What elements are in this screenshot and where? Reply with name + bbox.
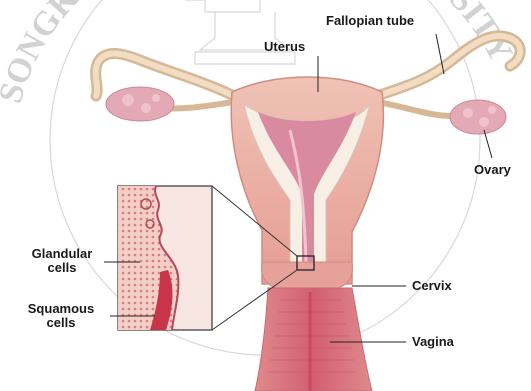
label-vagina: Vagina [412,335,454,349]
label-ovary: Ovary [474,163,511,177]
label-squamous-cells: Squamous cells [14,302,108,330]
leader-ovary [484,130,492,158]
uterus [231,77,383,284]
label-uterus: Uterus [264,40,305,54]
label-glandular-line1: Glandular [20,247,104,261]
left-fallopian-tube [96,54,232,97]
vagina [255,288,372,391]
cell-inset [118,186,212,330]
label-squamous-line2: cells [14,316,108,330]
label-cervix: Cervix [412,279,452,293]
label-fallopian-tube: Fallopian tube [326,14,414,28]
right-ovary [450,100,506,134]
label-glandular-line2: cells [20,261,104,275]
label-squamous-line1: Squamous [14,302,108,316]
left-ovary [106,87,174,121]
label-glandular-cells: Glandular cells [20,247,104,275]
